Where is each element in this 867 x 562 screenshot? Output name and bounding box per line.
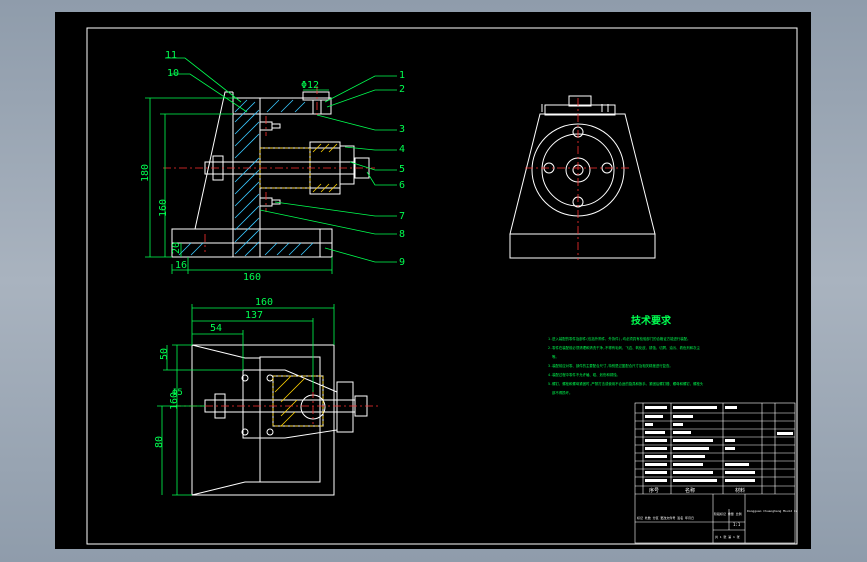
dim-top-phi: Φ5 <box>172 388 183 398</box>
callout-7: 7 <box>399 211 405 222</box>
callout-4: 4 <box>399 144 405 155</box>
callout-numbers: 1 2 3 4 5 6 7 8 9 10 11 <box>165 50 405 268</box>
callout-6: 6 <box>399 180 405 191</box>
dim-top-160: 160 <box>255 297 273 308</box>
dim-top-80: 80 <box>154 436 165 448</box>
dim-top-160-vertical: 160 <box>169 392 180 410</box>
side-base <box>509 233 656 259</box>
top-view <box>191 344 368 496</box>
tech-requirements: 技术要求 1.进入装配的零件及部件(包括外购件、外协件),均必须具有检验部门的合… <box>548 314 704 395</box>
side-bracket <box>509 113 656 235</box>
side-centers <box>525 98 631 260</box>
dim-20: 20 <box>171 242 182 254</box>
table-header-material: 材料 <box>735 487 745 494</box>
tech-line-2: 2.零件在装配前必须清理和清洗干净,不得有毛刺、飞边、氧化皮、锈蚀、切屑、油污、… <box>548 345 701 350</box>
callout-5: 5 <box>399 164 405 175</box>
top-section <box>272 375 324 427</box>
center-lines <box>163 86 375 252</box>
stage-fields: 阶段标记 重量 比例 <box>714 511 742 516</box>
tech-line-5: 4.装配过程中零件不允许磕、碰、划伤和锈蚀。 <box>548 372 620 377</box>
top-dimensions <box>157 304 335 496</box>
callout-9: 9 <box>399 257 405 268</box>
tech-line-4: 3.装配前应对零、部件的主要配合尺寸,特别是过盈配合尺寸及相关精度进行复查。 <box>548 363 673 368</box>
scale-value: 1:1 <box>733 522 741 527</box>
callout-1: 1 <box>399 70 405 81</box>
table-header-name: 名称 <box>685 487 695 494</box>
side-top-plate <box>544 104 616 116</box>
front-view <box>171 91 370 258</box>
dim-top-137: 137 <box>245 310 263 321</box>
callout-3: 3 <box>399 124 405 135</box>
callout-2: 2 <box>399 84 405 95</box>
company-name: Dongguan Chuanghang Mould Co <box>747 509 798 513</box>
assembly-drawing: 180 160 20 16 160 Φ12 <box>86 27 798 545</box>
parts-list-text: 序号 名称 材料 Dongguan Chuanghang Mould Co 标记… <box>637 406 798 539</box>
section-hatching <box>178 99 314 257</box>
dim-160-horizontal: 160 <box>243 272 261 283</box>
bracket-body <box>194 91 233 230</box>
front-dimensions <box>145 89 333 274</box>
tech-line-3: 等。 <box>552 354 559 359</box>
callout-8: 8 <box>399 229 405 240</box>
drawing-frame <box>86 27 798 545</box>
tech-line-7: 部不得损坏。 <box>552 390 572 395</box>
tech-line-1: 1.进入装配的零件及部件(包括外购件、外协件),均必须具有检验部门的合格证方能进… <box>548 336 690 341</box>
revision-fields: 标记 处数 分区 更改文件号 签名 年月日 <box>637 515 694 520</box>
parts-list <box>634 402 796 544</box>
sheet-count: 共 1 张 第 1 张 <box>715 534 740 539</box>
tech-title: 技术要求 <box>631 314 672 327</box>
dim-phi12: Φ12 <box>301 80 319 91</box>
top-centers <box>173 390 380 424</box>
callout-10: 10 <box>167 68 179 79</box>
table-header-no: 序号 <box>649 487 659 494</box>
drawing-sheet[interactable]: 180 160 20 16 160 Φ12 <box>55 12 811 549</box>
tech-line-6: 5.螺钉、螺栓和螺母紧固时,严禁打击或使用不合适的旋具和扳手。紧固后螺钉槽、螺母… <box>548 381 704 386</box>
dim-top-54: 54 <box>210 323 222 334</box>
dim-16: 16 <box>175 260 187 271</box>
top-base <box>191 344 335 496</box>
side-view <box>509 95 656 259</box>
front-dim-text: 180 160 20 16 160 Φ12 <box>140 80 319 283</box>
dim-top-50: 50 <box>159 348 170 360</box>
drill-bushing <box>302 91 330 101</box>
callout-11: 11 <box>165 50 177 61</box>
top-dim-text: 160 137 54 50 160 80 Φ5 <box>154 297 273 448</box>
dim-180: 180 <box>140 164 151 182</box>
dim-160-vertical: 160 <box>158 199 169 217</box>
leaders <box>165 57 397 263</box>
